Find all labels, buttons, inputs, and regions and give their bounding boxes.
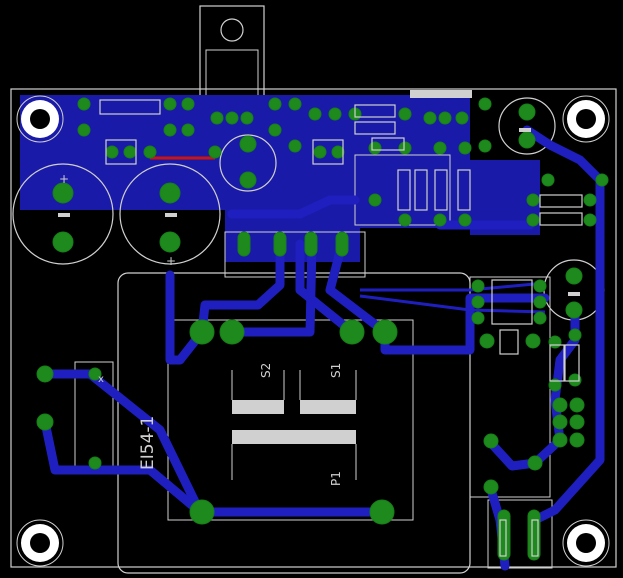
fuse-mark: x bbox=[98, 374, 104, 385]
connector-outline bbox=[487, 499, 553, 569]
component-bodies bbox=[99, 99, 583, 557]
polarity-mark: + bbox=[166, 254, 176, 268]
polarity-mark: + bbox=[59, 172, 69, 186]
winding-p1 bbox=[232, 430, 356, 444]
header-strip bbox=[410, 90, 472, 98]
winding-label-s2: S2 bbox=[259, 363, 273, 378]
capacitor-outline bbox=[498, 97, 556, 155]
electrolytic-capacitor-outline bbox=[12, 163, 114, 265]
winding-s2 bbox=[232, 400, 284, 414]
mounting-hole bbox=[16, 519, 64, 567]
regulator-package bbox=[199, 5, 265, 99]
board-outline bbox=[10, 88, 617, 568]
mounting-hole bbox=[16, 95, 64, 143]
pads bbox=[36, 97, 609, 561]
mounting-hole bbox=[562, 95, 610, 143]
transformer-inner-outline bbox=[167, 319, 414, 521]
winding-label-s1: S1 bbox=[329, 363, 343, 378]
winding-label-p1: P1 bbox=[329, 471, 343, 486]
mounting-hole bbox=[562, 519, 610, 567]
bridge-rectifier-outline bbox=[224, 231, 366, 278]
transformer-label: EI54-1 bbox=[138, 416, 158, 470]
winding-s1 bbox=[300, 400, 356, 414]
capacitor-outline bbox=[219, 134, 277, 192]
electrolytic-capacitor-outline bbox=[119, 163, 221, 265]
